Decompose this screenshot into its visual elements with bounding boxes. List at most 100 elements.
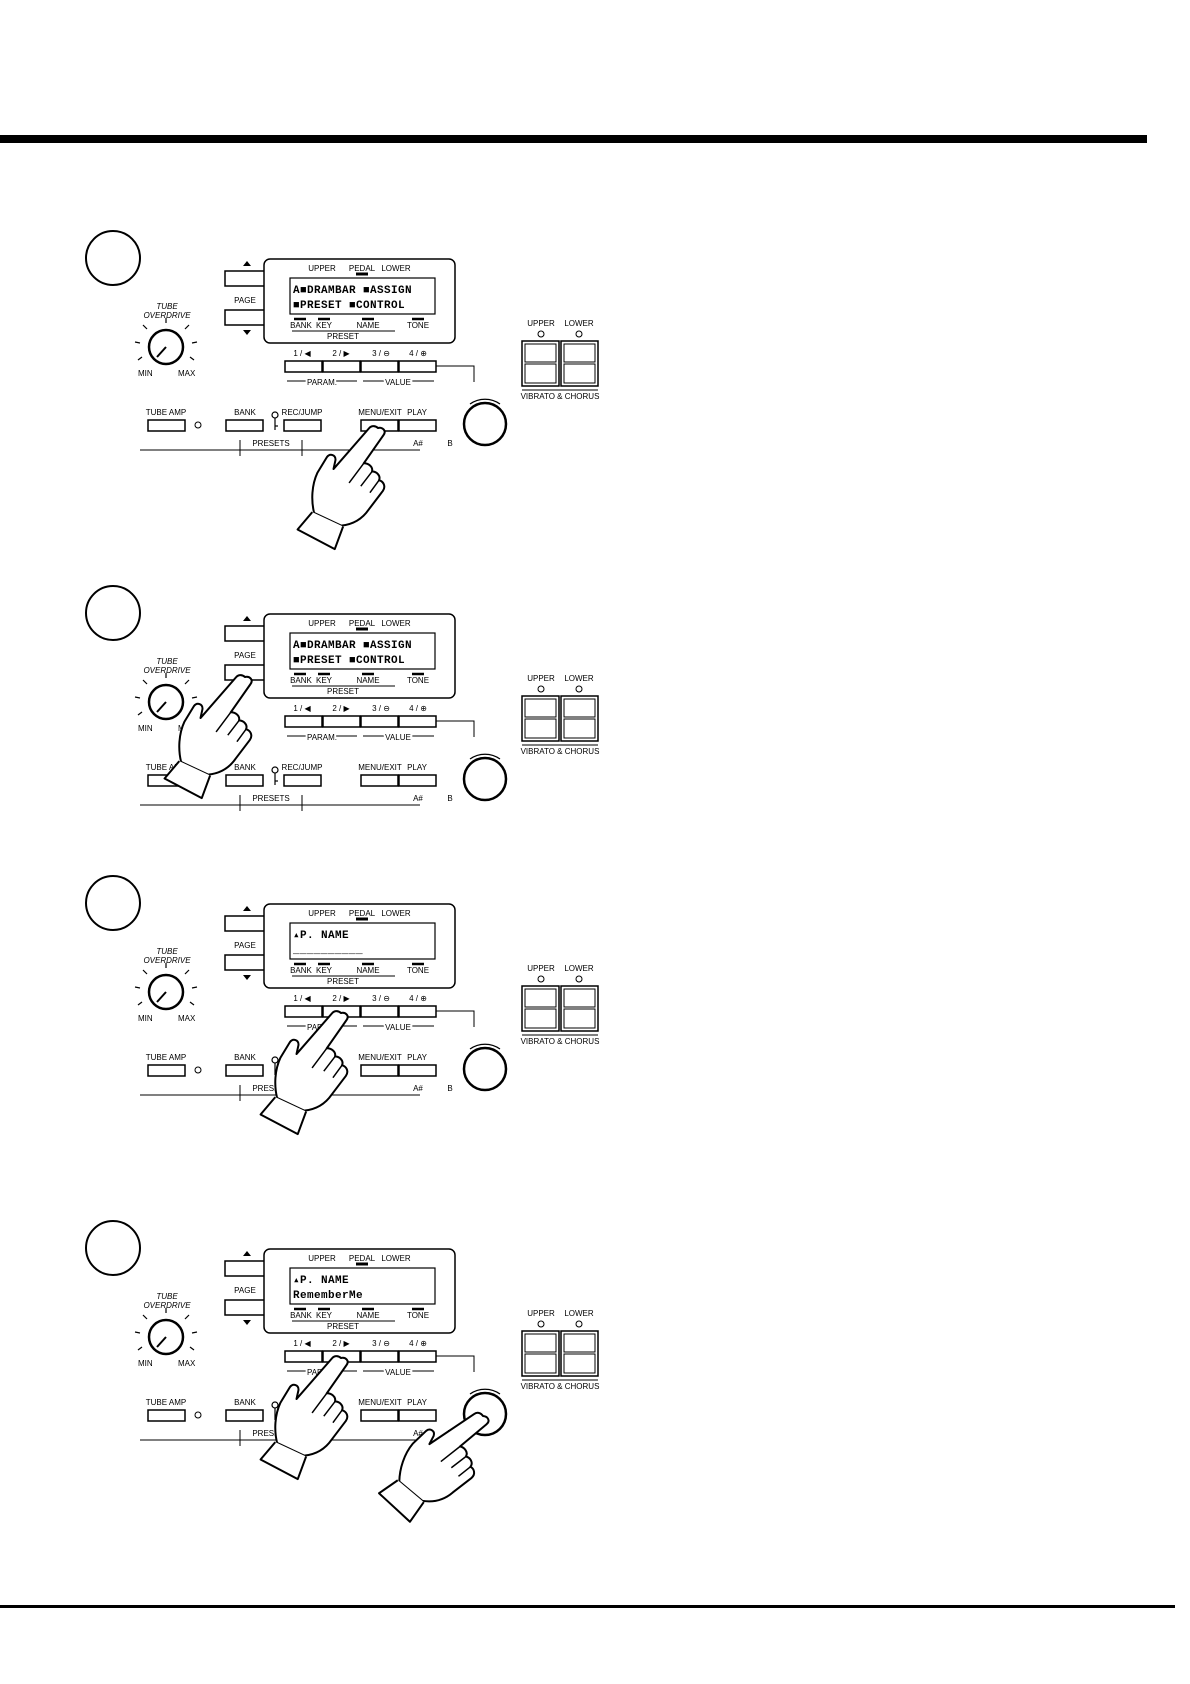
max-label: MAX: [178, 1359, 196, 1368]
lcd-line-2: RememberMe: [293, 1290, 363, 1302]
function-button-1[interactable]: [284, 715, 323, 728]
overdrive-knob[interactable]: [134, 1308, 198, 1356]
display-key-label: KEY: [316, 1311, 333, 1320]
display-lower-label: LOWER: [381, 909, 411, 918]
button-1-label: 1 / ◀: [293, 994, 311, 1003]
pointing-hand-icon: [259, 1010, 349, 1136]
tube-amp-button[interactable]: [147, 1064, 186, 1077]
tube-amp-button[interactable]: [147, 1409, 186, 1422]
menu-exit-label: MENU/EXIT: [358, 1053, 402, 1062]
page-down-button[interactable]: [224, 309, 266, 326]
lcd-screen: [289, 1267, 436, 1305]
bank-button[interactable]: [225, 419, 264, 432]
vibrato-upper-label: UPPER: [527, 674, 555, 683]
display-bank-label: BANK: [290, 676, 312, 685]
display-key-label: KEY: [316, 966, 333, 975]
dial-connector: [436, 1355, 475, 1372]
function-button-4[interactable]: [398, 715, 437, 728]
rec-jump-button[interactable]: [283, 774, 322, 787]
page-down-arrow-icon: [243, 330, 251, 335]
lcd-line-1: ▴P. NAME: [293, 930, 349, 942]
function-button-4[interactable]: [398, 1350, 437, 1363]
tube-amp-led: [194, 1411, 202, 1419]
vibrato-chorus-label: VIBRATO & CHORUS: [521, 392, 600, 401]
function-button-2[interactable]: [322, 360, 361, 373]
function-button-4[interactable]: [398, 360, 437, 373]
b-label: B: [447, 794, 452, 803]
page-up-button[interactable]: [224, 1260, 266, 1277]
step-3: TUBE OVERDRIVE MIN MAX PAGE UPPER PEDAL …: [0, 875, 1190, 1195]
page-up-button[interactable]: [224, 915, 266, 932]
menu-exit-button[interactable]: [360, 774, 399, 787]
function-button-1[interactable]: [284, 360, 323, 373]
display-bank-label: BANK: [290, 1311, 312, 1320]
b-label: B: [447, 1084, 452, 1093]
vibrato-upper-led: [537, 685, 545, 693]
min-label: MIN: [138, 369, 153, 378]
play-label: PLAY: [407, 1053, 428, 1062]
page-down-arrow-icon: [243, 975, 251, 980]
page-up-button[interactable]: [224, 625, 266, 642]
button-3-label: 3 / ⊖: [372, 994, 390, 1003]
play-label: PLAY: [407, 1398, 428, 1407]
play-button[interactable]: [398, 1064, 437, 1077]
menu-exit-button[interactable]: [360, 1064, 399, 1077]
pointing-hand-icon: [296, 425, 386, 551]
display-key-label: KEY: [316, 676, 333, 685]
display-upper-label: UPPER: [308, 619, 336, 628]
function-button-1[interactable]: [284, 1005, 323, 1018]
button-4-label: 4 / ⊕: [409, 994, 427, 1003]
overdrive-knob[interactable]: [134, 963, 198, 1011]
bank-button[interactable]: [225, 1409, 264, 1422]
function-button-3[interactable]: [360, 1005, 399, 1018]
value-dial[interactable]: [462, 1043, 508, 1092]
menu-exit-button[interactable]: [360, 1409, 399, 1422]
control-panel-illustration: TUBE OVERDRIVE MIN MAX PAGE UPPER PEDAL …: [134, 1248, 599, 1523]
function-button-1[interactable]: [284, 1350, 323, 1363]
value-dial[interactable]: [462, 398, 508, 447]
function-button-3[interactable]: [360, 360, 399, 373]
page-down-button[interactable]: [224, 1299, 266, 1316]
vibrato-lower-label: LOWER: [564, 1309, 594, 1318]
play-button[interactable]: [398, 419, 437, 432]
min-label: MIN: [138, 1014, 153, 1023]
rec-jump-button[interactable]: [283, 419, 322, 432]
bank-button[interactable]: [225, 774, 264, 787]
overdrive-knob[interactable]: [134, 673, 198, 721]
vibrato-lower-led: [575, 330, 583, 338]
control-panel-illustration: TUBE OVERDRIVE MIN MAX PAGE UPPER PEDAL …: [134, 903, 599, 1136]
play-button[interactable]: [398, 774, 437, 787]
function-button-3[interactable]: [360, 715, 399, 728]
a-sharp-label: A#: [413, 794, 423, 803]
step-2: TUBE OVERDRIVE MIN MAX PAGE UPPER PEDAL …: [0, 585, 1190, 905]
bank-button-label: BANK: [234, 408, 256, 417]
display-bank-label: BANK: [290, 966, 312, 975]
page-up-button[interactable]: [224, 270, 266, 287]
value-dial[interactable]: [462, 753, 508, 802]
tube-label: TUBE: [156, 947, 178, 956]
button-1-label: 1 / ◀: [293, 349, 311, 358]
function-button-2[interactable]: [322, 715, 361, 728]
display-tone-label: TONE: [407, 676, 429, 685]
value-label: VALUE: [385, 1023, 411, 1032]
bank-button-label: BANK: [234, 1053, 256, 1062]
vibrato-upper-label: UPPER: [527, 964, 555, 973]
page-label: PAGE: [234, 651, 256, 660]
play-button[interactable]: [398, 1409, 437, 1422]
presets-label: PRESETS: [252, 439, 289, 448]
function-button-4[interactable]: [398, 1005, 437, 1018]
menu-exit-label: MENU/EXIT: [358, 408, 402, 417]
bank-button[interactable]: [225, 1064, 264, 1077]
tube-amp-button[interactable]: [147, 419, 186, 432]
page-down-arrow-icon: [243, 1320, 251, 1325]
overdrive-knob[interactable]: [134, 318, 198, 366]
pointing-hand-icon: [259, 1355, 349, 1481]
display-lower-label: LOWER: [381, 1254, 411, 1263]
tube-amp-label: TUBE AMP: [146, 1398, 186, 1407]
page-down-button[interactable]: [224, 954, 266, 971]
display-upper-label: UPPER: [308, 264, 336, 273]
presets-label: PRESETS: [252, 1084, 289, 1093]
function-button-3[interactable]: [360, 1350, 399, 1363]
a-sharp-label: A#: [413, 439, 423, 448]
lcd-line-1: A■DRAMBAR ■ASSIGN: [293, 285, 412, 297]
